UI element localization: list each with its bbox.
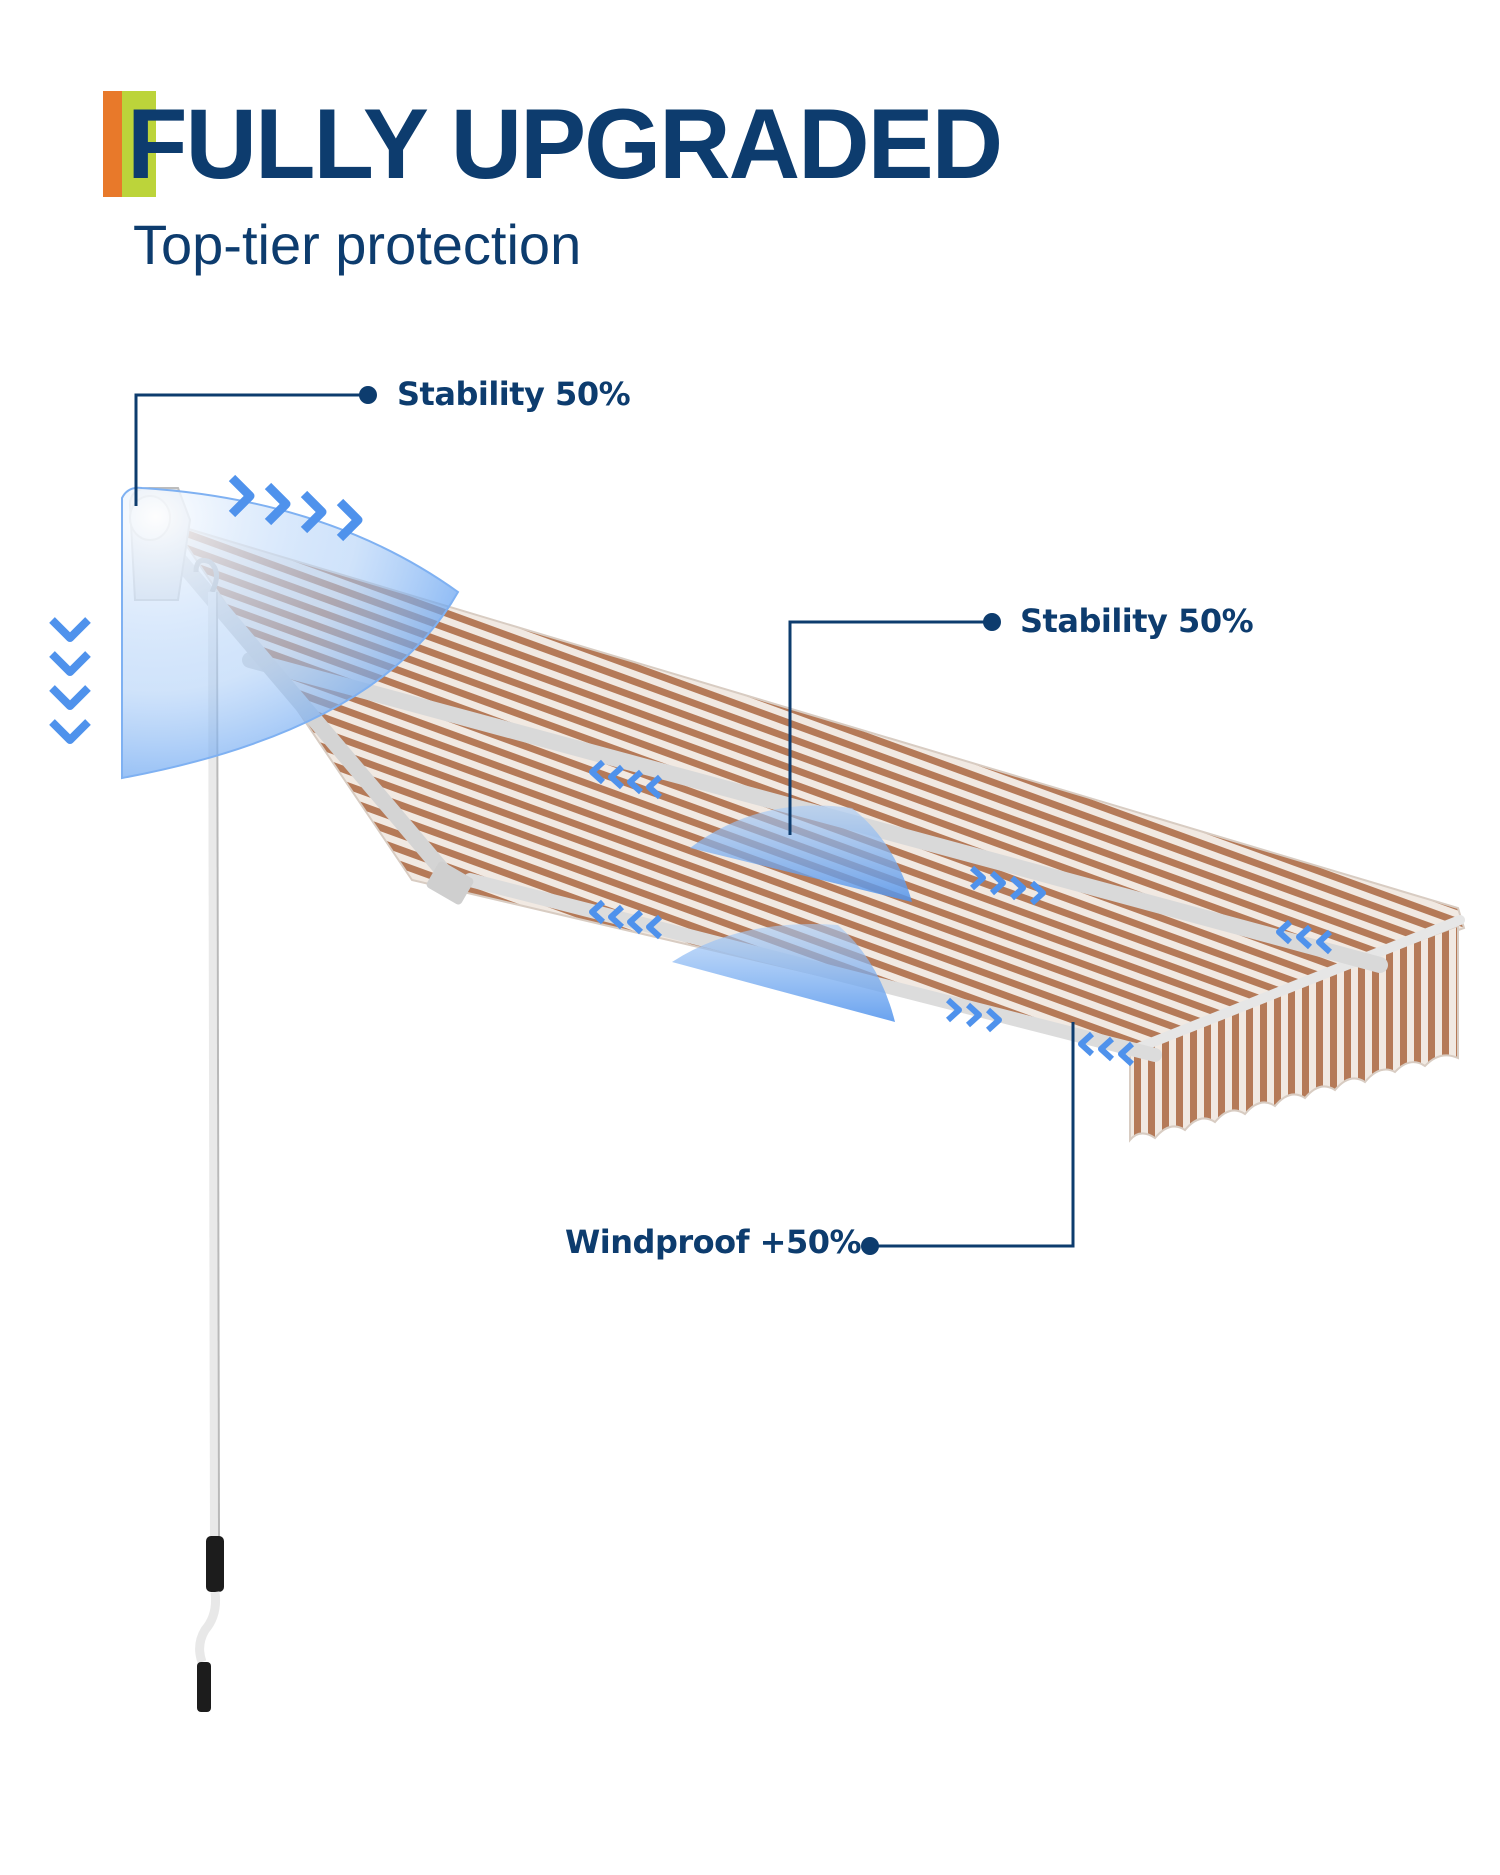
windproof-dome [672,924,895,1022]
stability-highlight-wedge [121,486,460,780]
chevron-arrow-icon [589,899,663,940]
chevron-arrow-icon [589,759,663,800]
accent-bar-orange [103,91,122,197]
callout-line-bottom [870,1022,1075,1248]
callout-line-top-left [134,393,368,506]
front-bar [1123,915,1465,1057]
callout-label-bottom: Windproof +50% [565,1223,862,1261]
chevron-arrow-icon [49,617,91,744]
crank-grip-lower [197,1662,211,1712]
page-title: FULLY UPGRADED [127,88,1003,199]
callout-dot-icon [861,1237,879,1255]
callout-dot-icon [983,613,1001,631]
crank-bend [195,1591,220,1664]
page-subtitle: Top-tier protection [133,213,582,276]
chevron-arrow-icon [1078,1031,1135,1067]
chevron-arrow-icon [969,865,1046,906]
accent-bar-green [122,91,156,197]
chevron-arrow-icon [228,474,363,542]
chevron-arrow-icon [1276,919,1333,955]
callout-label-middle: Stability 50% [1020,602,1254,640]
chevron-arrow-icon [945,997,1002,1033]
crank-grip-upper [206,1536,224,1592]
callout-line-middle [788,620,992,835]
arm-joint [426,861,474,905]
callout-dot-icon [359,386,377,404]
callout-label-top-left: Stability 50% [397,375,631,413]
stability-dome-middle [690,805,912,902]
awning-valance [1129,924,1459,1143]
